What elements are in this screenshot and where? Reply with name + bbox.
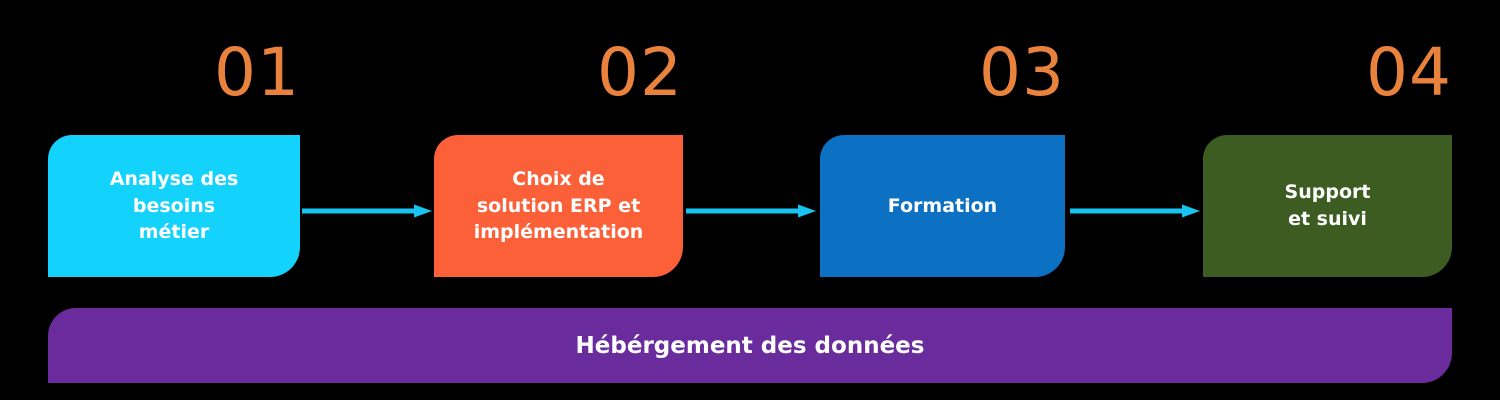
step-label-02: Choix de solution ERP et implémentation <box>473 167 644 244</box>
arrow-1-to-2 <box>302 204 432 218</box>
arrow-3-to-4 <box>1070 204 1200 218</box>
step-box-choix-de-solution-erp-et-implementation[interactable]: Choix de solution ERP et implémentation <box>434 135 683 277</box>
step-number-02: 02 <box>597 34 683 111</box>
step-box-support-et-suivi[interactable]: Support et suivi <box>1203 135 1452 277</box>
step-label-01: Analyse des besoins métier <box>109 167 239 244</box>
step-label-04: Support et suivi <box>1284 181 1371 230</box>
footer-bar-label: Hébérgement des données <box>575 332 925 359</box>
step-number-03: 03 <box>979 34 1065 111</box>
arrow-2-to-3 <box>686 204 816 218</box>
footer-bar-hebergement-des-donnees[interactable]: Hébérgement des données <box>48 308 1452 383</box>
step-box-formation[interactable]: Formation <box>820 135 1065 277</box>
step-box-analyse-des-besoins-metier[interactable]: Analyse des besoins métier <box>48 135 300 277</box>
step-number-04: 04 <box>1366 34 1452 111</box>
step-label-03: Formation <box>887 194 998 217</box>
step-number-01: 01 <box>214 34 300 111</box>
